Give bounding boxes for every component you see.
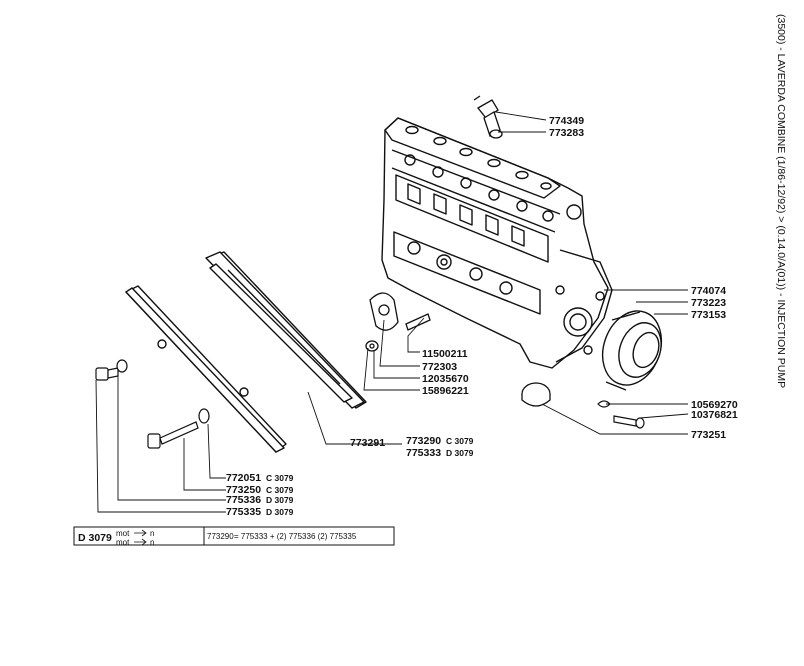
legend-arrow-label-2: n (150, 538, 154, 547)
cover-plug-drawing (521, 382, 551, 407)
part-label-773283: 773283 (549, 127, 584, 139)
part-code-775333: D 3079 (446, 448, 474, 458)
front-seal-drawing (601, 310, 663, 391)
part-label-775333: 775333 (406, 447, 441, 459)
part-label-772051: 772051 (226, 472, 261, 484)
cover-plate-drawing (125, 285, 287, 453)
part-label-775335: 775335 (226, 506, 261, 518)
side-caption: (3500) - LAVERDA COMBINE (1/86-12/92) > … (775, 14, 787, 388)
leader-lines (95, 111, 689, 513)
part-label-15896221: 15896221 (422, 385, 469, 397)
part-label-773223: 773223 (691, 297, 726, 309)
part-code-773290: C 3079 (446, 436, 474, 446)
part-label-774349: 774349 (549, 115, 584, 127)
part-code-775336: D 3079 (266, 495, 294, 505)
cover-gasket-drawing (205, 251, 367, 409)
part-label-10569270: 10569270 (691, 399, 738, 411)
legend-formula-rest: = 775333 + (2) 775336 (2) 775335 (234, 532, 357, 541)
arrow-icon (134, 529, 147, 546)
part-label-773251: 773251 (691, 429, 726, 441)
part-label-775336: 775336 (226, 494, 261, 506)
legend-mot-label-1: mot (116, 529, 130, 538)
part-label-773250: 773250 (226, 484, 261, 496)
part-label-774074: 774074 (691, 285, 726, 297)
cover-screws-drawing (95, 359, 210, 449)
part-label-10376821: 10376821 (691, 409, 738, 421)
part-code-772051: C 3079 (266, 473, 294, 483)
part-label-773290: 773290 (406, 435, 441, 447)
legend-arrow-label-1: n (150, 529, 154, 538)
pump-housing-drawing (381, 117, 613, 369)
part-code-775335: D 3079 (266, 507, 294, 517)
legend-table: D 3079 mot mot n n 773290 = 775333 + (2)… (73, 526, 395, 547)
legend-formula-part: 773290 (207, 532, 234, 541)
retaining-screw-drawing (597, 400, 645, 429)
part-label-773153: 773153 (691, 309, 726, 321)
part-code-773250: C 3079 (266, 485, 294, 495)
part-label-11500211: 11500211 (422, 348, 468, 360)
part-label-772303: 772303 (422, 361, 457, 373)
delivery-valve-drawing (473, 95, 503, 139)
legend-code: D 3079 (78, 532, 112, 544)
part-label-773291: 773291 (350, 437, 385, 449)
legend-mot-label-2: mot (116, 538, 130, 547)
part-label-12035670: 12035670 (422, 373, 469, 385)
